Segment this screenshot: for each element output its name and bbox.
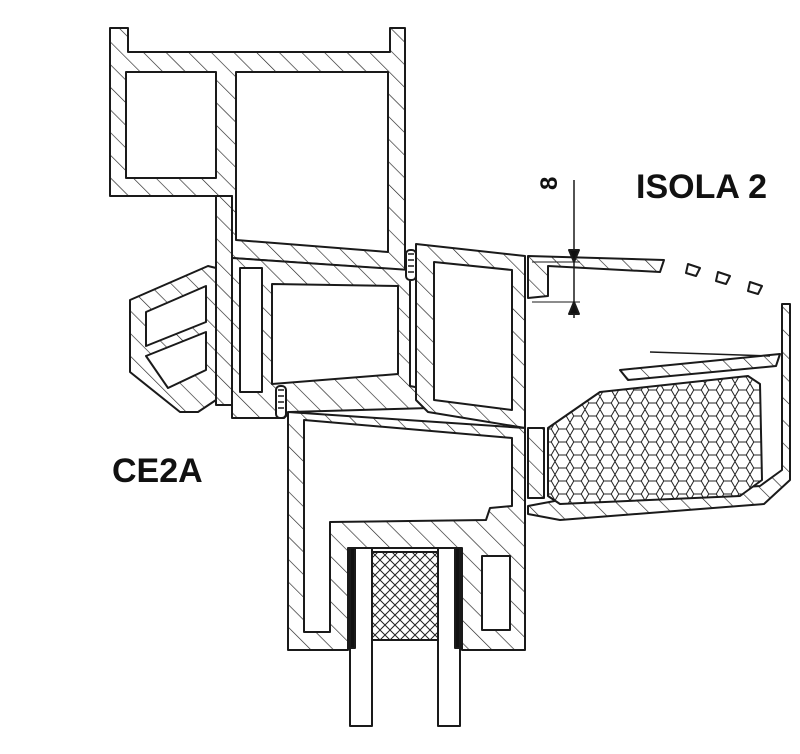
dimension-label: 8 (536, 176, 563, 190)
ce2a-label: CE2A (112, 452, 203, 490)
drip-dashes (685, 263, 763, 295)
glass-seal-left (349, 547, 356, 649)
glass-seal-right (454, 547, 461, 649)
insulation-panel (547, 375, 763, 505)
upper-frame-profile (109, 27, 406, 271)
upper-frame-stem (215, 195, 233, 406)
dimension-arrow-bottom (568, 301, 580, 315)
sash-profile (231, 257, 431, 419)
cladding-top-lip (619, 353, 781, 381)
dimension-arrow-top (568, 249, 580, 263)
glass-spacer (371, 551, 439, 641)
left-bead-profile (129, 265, 217, 413)
drip-strip (527, 255, 665, 299)
outer-sash-profile (415, 243, 526, 429)
cladding-clip (527, 427, 545, 499)
isola-2-label: ISOLA 2 (636, 168, 767, 206)
lower-frame-profile (287, 411, 526, 651)
